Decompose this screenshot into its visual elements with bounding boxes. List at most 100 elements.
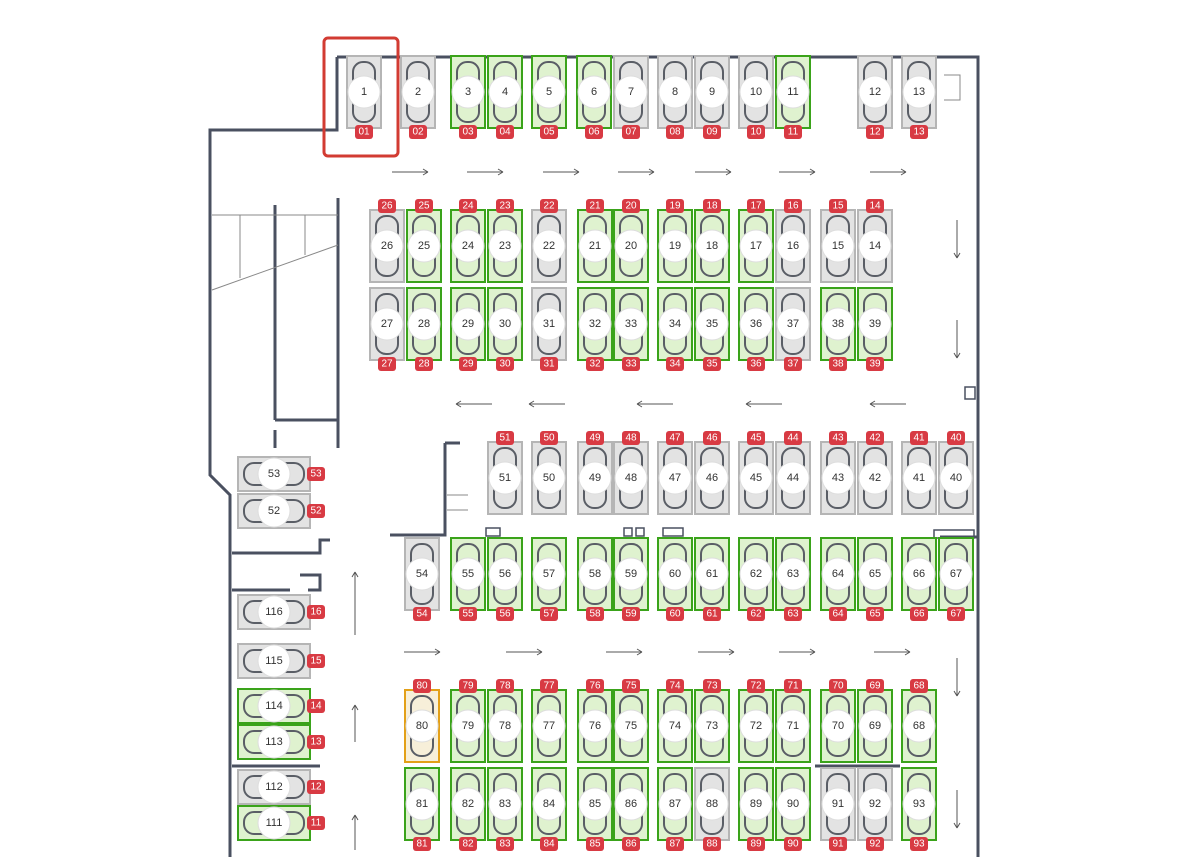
parking-spot-5[interactable]: 505: [531, 55, 567, 139]
parking-spot-3[interactable]: 303: [450, 55, 486, 139]
parking-spot-1[interactable]: 101: [346, 55, 382, 139]
parking-spot-9[interactable]: 909: [694, 55, 730, 139]
spot-number-circle: [658, 557, 692, 591]
parking-spot-8[interactable]: 808: [657, 55, 693, 139]
parking-spot-6[interactable]: 606: [576, 55, 612, 139]
parking-spot-4[interactable]: 404: [487, 55, 523, 139]
parking-spot-2[interactable]: 202: [400, 55, 436, 139]
parking-spot-7[interactable]: 707: [613, 55, 649, 139]
